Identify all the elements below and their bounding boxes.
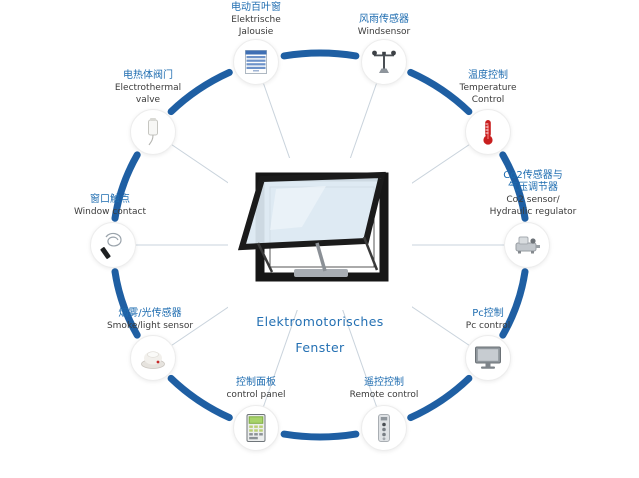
node-pc-control [465,335,511,381]
label-cn: Pc控制 [472,308,504,319]
center-title: Elektromotorisches Fenster [256,314,383,355]
label-wind-sensor: 风雨传感器 Windsensor [358,14,410,38]
label-en: valve [135,95,161,105]
label-co2-sensor-hydraulic-regulator: Co2传感器与 气压调节器 Co2 sensor/ Hydraulic regu… [490,170,577,218]
ring-arc [499,268,529,339]
label-control-panel: 控制面板 control panel [226,377,285,401]
label-window-contact: 窗口触点 Window contact [74,194,146,218]
blinds-icon [245,50,267,74]
label-cn: 气压调节器 [508,182,558,193]
label-en: Control [471,95,505,105]
label-en: Remote control [349,390,419,400]
label-cn: 烟雾/光传感器 [118,308,182,319]
ring-arc [167,374,233,422]
node-window-contact [90,222,136,268]
label-electrothermal-valve: 电热体阀门 Electrothermal valve [115,70,181,106]
node-smoke-light-sensor [130,335,176,381]
center-window-image [228,158,412,310]
ring-arc [280,430,360,441]
label-en: control panel [226,390,286,400]
node-co2-sensor-hydraulic-regulator [504,222,550,268]
node-wind-sensor [361,39,407,85]
label-cn: 温度控制 [467,70,508,81]
label-cn: 窗口触点 [90,194,130,205]
node-electric-jalousie [233,39,279,85]
window-illustration [237,171,389,282]
ring-arc [280,49,360,60]
label-cn: 风雨传感器 [358,14,409,25]
label-en: Co2 sensor/ [506,195,560,205]
center-title-line1: Elektromotorisches [256,314,384,329]
label-pc-control: Pc控制 Pc control [466,308,510,332]
label-en: Smoke/light sensor [106,321,194,331]
ring-arcs [111,49,529,441]
remote-icon [378,414,390,442]
label-smoke-light-sensor: 烟雾/光传感器 Smoke/light sensor [107,308,193,332]
ring-arc [111,268,141,339]
label-en: Elektrische [231,15,281,25]
label-electric-jalousie: 电动百叶窗 Elektrische Jalousie [231,2,281,38]
label-remote-control: 遥控控制 Remote control [350,377,419,401]
node-remote-control [361,405,407,451]
label-en: Electrothermal [114,83,182,93]
smoke-detector-icon [141,351,165,369]
thermometer-icon [483,120,493,145]
label-en: Window contact [73,207,147,217]
ring-arc [407,374,473,422]
regulator-icon [515,236,540,254]
node-temperature-control [465,109,511,155]
anemometer-icon [372,50,396,73]
label-en: Hydraulic regulator [489,207,577,217]
monitor-icon [475,346,501,369]
ring-arc [111,151,141,222]
center-title-line2: Fenster [295,340,345,355]
label-cn: Co2传感器与 [503,170,563,181]
label-cn: 遥控控制 [363,377,404,388]
label-en: Jalousie [238,27,274,37]
label-en: Windsensor [357,27,411,37]
label-temperature-control: 温度控制 Temperature Control [459,70,516,106]
magnetic-contact-icon [100,232,122,259]
ring-arc [407,68,473,116]
ring-arc [499,151,529,222]
node-electrothermal-valve [130,109,176,155]
label-en: Pc control [465,321,511,331]
label-en: Temperature [459,83,517,93]
label-cn: 电动百叶窗 [231,2,281,13]
control-panel-icon [246,414,266,442]
ring-arc [167,68,233,116]
valve-icon [148,118,158,146]
label-cn: 控制面板 [236,377,276,388]
label-cn: 电热体阀门 [123,70,173,81]
node-control-panel [233,405,279,451]
